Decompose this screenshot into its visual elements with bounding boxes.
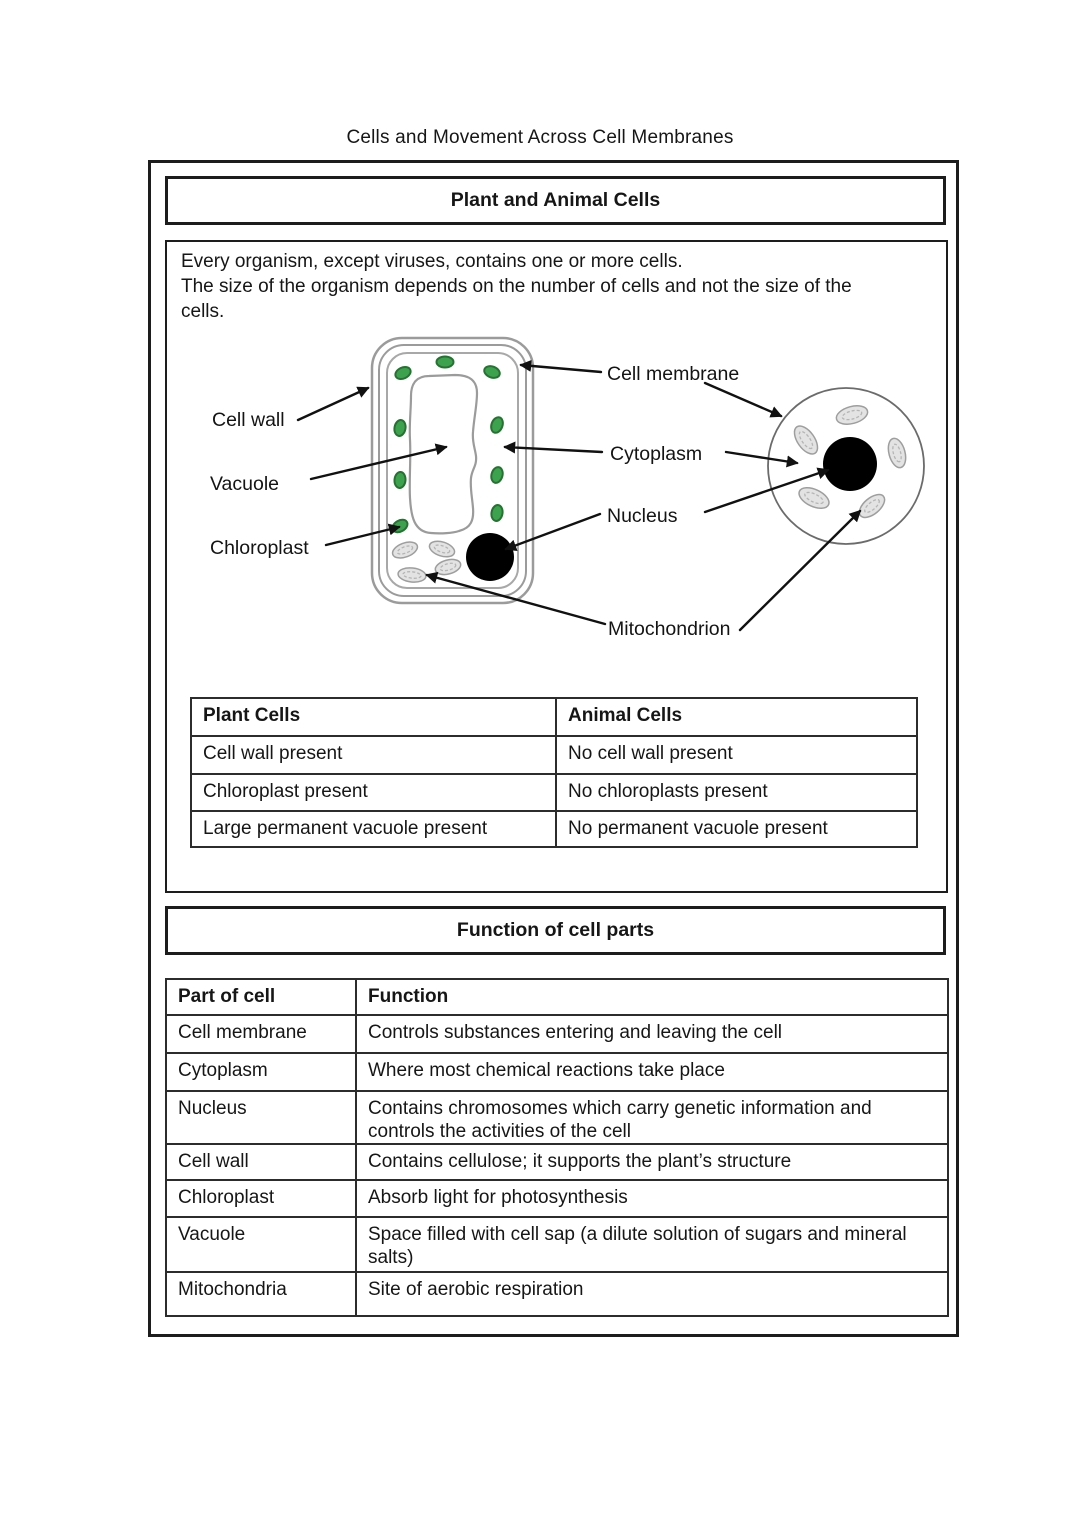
cell-membrane-shape [386, 352, 519, 589]
function-part-cell: Cell membrane [165, 1014, 357, 1054]
function-desc-cell: Space filled with cell sap (a dilute sol… [355, 1216, 949, 1273]
table-row: Vacuole Space filled with cell sap (a di… [165, 1216, 949, 1273]
comparison-cell: No permanent vacuole present [555, 810, 918, 848]
comparison-header-animal-cells: Animal Cells [555, 697, 918, 737]
page-title: Cells and Movement Across Cell Membranes [346, 127, 734, 148]
function-part-cell: Chloroplast [165, 1179, 357, 1218]
table-row: Nucleus Contains chromosomes which carry… [165, 1090, 949, 1145]
intro-line: Every organism, except viruses, contains… [181, 251, 683, 272]
section-header-function-of-cell-parts: Function of cell parts [165, 906, 946, 955]
plant-nucleus-shape [466, 533, 514, 581]
function-desc-cell: Contains cellulose; it supports the plan… [355, 1143, 949, 1181]
label-vacuole: Vacuole [210, 473, 279, 495]
arrow-cell-membrane-right [703, 381, 783, 418]
section-header-label: Function of cell parts [456, 919, 655, 941]
mitochondrion-shape [887, 437, 907, 469]
comparison-cell: Large permanent vacuole present [190, 810, 557, 848]
comparison-header-plant-cells: Plant Cells [190, 697, 557, 737]
chloroplast-shape [490, 466, 504, 484]
arrow-cell-membrane-left [519, 359, 603, 374]
chloroplast-shape [490, 504, 504, 522]
table-row: Plant Cells Animal Cells [190, 697, 918, 737]
mitochondrion-shape [428, 540, 456, 558]
chloroplast-shape [393, 419, 407, 437]
table-row: Part of cell Function [165, 978, 949, 1016]
label-cytoplasm: Cytoplasm [610, 443, 702, 465]
function-header-part-of-cell: Part of cell [165, 978, 357, 1016]
table-row: Mitochondria Site of aerobic respiration [165, 1271, 949, 1317]
label-mitochondrion: Mitochondrion [608, 618, 730, 640]
animal-cell-drawing [767, 387, 925, 545]
arrow-mitochondrion-right [738, 509, 862, 632]
intro-paragraph: Every organism, except viruses, contains… [181, 249, 941, 324]
chloroplast-shape [393, 471, 407, 489]
function-desc-cell: Controls substances entering and leaving… [355, 1014, 949, 1054]
intro-line: cells. [181, 301, 225, 322]
function-part-cell: Cell wall [165, 1143, 357, 1181]
label-cell-membrane: Cell membrane [607, 363, 739, 385]
intro-line: The size of the organism depends on the … [181, 276, 852, 297]
cell-wall-inner-line [378, 344, 527, 597]
table-row: Cell wall Contains cellulose; it support… [165, 1143, 949, 1181]
label-chloroplast: Chloroplast [210, 537, 309, 559]
chloroplast-shape [490, 416, 504, 434]
comparison-table: Plant Cells Animal Cells Cell wall prese… [190, 697, 918, 848]
function-part-cell: Cytoplasm [165, 1052, 357, 1092]
section-header-label: Plant and Animal Cells [450, 189, 661, 211]
comparison-cell: No cell wall present [555, 735, 918, 775]
animal-mitochondria [793, 405, 907, 519]
arrow-vacuole [309, 443, 448, 481]
table-row: Chloroplast Absorb light for photosynthe… [165, 1179, 949, 1218]
table-row: Large permanent vacuole present No perma… [190, 810, 918, 848]
table-row: Cell wall present No cell wall present [190, 735, 918, 775]
plant-mitochondria [391, 540, 462, 583]
animal-nucleus-shape [823, 437, 877, 491]
arrow-nucleus-left [504, 512, 602, 552]
table-row: Cytoplasm Where most chemical reactions … [165, 1052, 949, 1092]
function-part-cell: Nucleus [165, 1090, 357, 1145]
arrow-cell-wall [296, 386, 370, 422]
arrow-chloroplast [324, 523, 401, 547]
chloroplasts [391, 355, 504, 534]
function-desc-cell: Contains chromosomes which carry genetic… [355, 1090, 949, 1145]
table-row: Cell membrane Controls substances enteri… [165, 1014, 949, 1054]
function-part-cell: Mitochondria [165, 1271, 357, 1317]
label-cell-wall: Cell wall [212, 409, 285, 431]
diagram-arrows [296, 359, 862, 632]
chloroplast-shape [483, 365, 501, 379]
comparison-cell: Cell wall present [190, 735, 557, 775]
arrow-cytoplasm-right [724, 450, 799, 468]
arrow-cytoplasm-left [503, 441, 604, 454]
function-part-cell: Vacuole [165, 1216, 357, 1273]
function-desc-cell: Where most chemical reactions take place [355, 1052, 949, 1092]
chloroplast-shape [394, 365, 412, 381]
function-table: Part of cell Function Cell membrane Cont… [165, 978, 949, 1317]
mitochondrion-shape [798, 486, 830, 510]
arrow-nucleus-right [703, 467, 830, 514]
label-nucleus: Nucleus [607, 505, 678, 527]
comparison-cell: No chloroplasts present [555, 773, 918, 812]
section-header-plant-and-animal-cells: Plant and Animal Cells [165, 176, 946, 225]
cell-diagram: Cell wall Vacuole Chloroplast Cell membr… [210, 336, 925, 640]
mitochondrion-shape [793, 425, 819, 455]
function-header-function: Function [355, 978, 949, 1016]
mitochondrion-shape [391, 541, 419, 559]
mitochondrion-shape [835, 405, 869, 425]
chloroplast-shape [435, 355, 455, 369]
function-desc-cell: Absorb light for photosynthesis [355, 1179, 949, 1218]
table-row: Chloroplast present No chloroplasts pres… [190, 773, 918, 812]
mitochondrion-shape [434, 558, 462, 576]
comparison-cell: Chloroplast present [190, 773, 557, 812]
function-desc-cell: Site of aerobic respiration [355, 1271, 949, 1317]
plant-cell-drawing [370, 336, 535, 605]
arrow-mitochondrion-left [425, 571, 607, 626]
